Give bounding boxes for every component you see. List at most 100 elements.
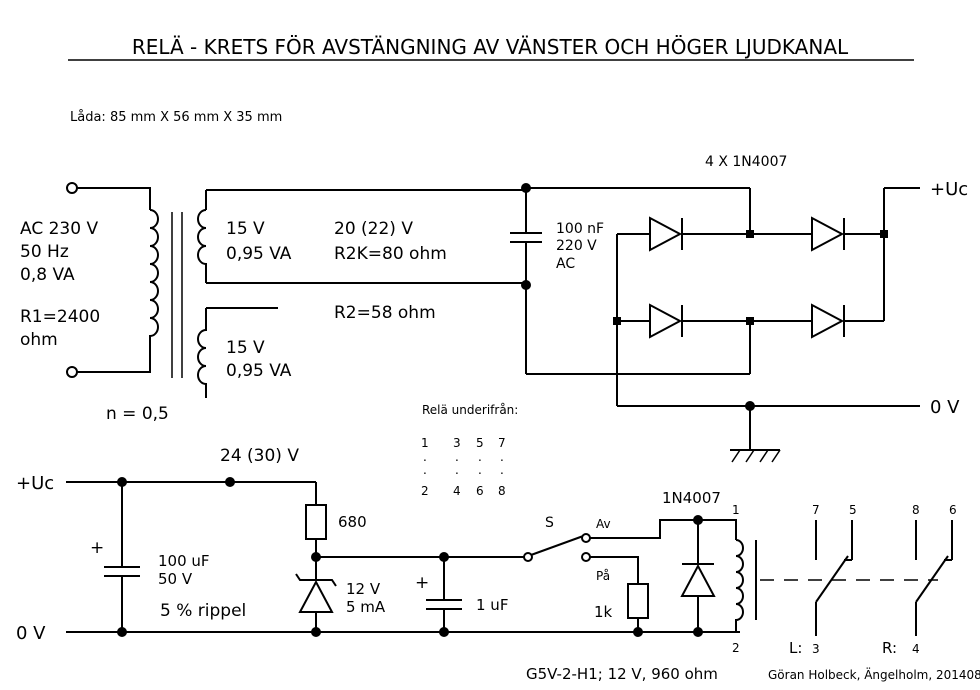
- wire-sec1-top: [206, 188, 527, 191]
- relay-contacts-left: [815, 520, 853, 636]
- sec-resistance: R2K=80 ohm: [334, 244, 447, 264]
- diode-d3: [649, 303, 683, 339]
- zero-v-in: 0 V: [16, 623, 46, 644]
- resistor-1k: [627, 583, 649, 619]
- switch-on-label: På: [596, 569, 610, 583]
- contact-pin-8: 8: [912, 503, 920, 517]
- zener-voltage: 12 V: [346, 580, 381, 598]
- ripple: 5 % rippel: [160, 601, 246, 621]
- sec1-voltage: 15 V: [226, 219, 265, 239]
- pin-6: 6: [476, 484, 484, 498]
- pin-8: 8: [498, 484, 506, 498]
- switch-common: [523, 552, 533, 562]
- relay-coil: [735, 539, 744, 633]
- contact-pin-7: 7: [812, 503, 820, 517]
- terminal-ac-bottom: [66, 366, 78, 378]
- turns-ratio: n = 0,5: [106, 404, 169, 424]
- title: RELÄ - KRETS FÖR AVSTÄNGNING AV VÄNSTER …: [132, 35, 849, 59]
- junction: [613, 317, 621, 325]
- bridge-rectifier: 100 nF 220 V AC 4 X 1N4007: [510, 154, 968, 463]
- pin-3: 3: [453, 436, 461, 450]
- ground-icon: [730, 406, 781, 463]
- coil-pin-1: 1: [732, 503, 740, 517]
- relay-contacts-right: [915, 520, 953, 636]
- sec2-voltage: 15 V: [226, 338, 265, 358]
- c2-value: 1 uF: [476, 596, 508, 614]
- switch-on-contact: [581, 552, 591, 562]
- author: Göran Holbeck, Ängelholm, 201408: [768, 667, 980, 682]
- transformer: AC 230 V 50 Hz 0,8 VA R1=2400 ohm 15 V 0…: [20, 182, 527, 424]
- diodes-label: 4 X 1N4007: [705, 154, 787, 170]
- switch-label: S: [545, 515, 554, 531]
- mid-voltage: 24 (30) V: [220, 446, 299, 466]
- switch-lever: [530, 534, 587, 556]
- relay-pinout: Relä underifrån: 1 3 5 7 . . . . . . . .…: [421, 403, 518, 498]
- diode-d2: [811, 216, 845, 252]
- primary-resistance-unit: ohm: [20, 330, 58, 350]
- pin-dot: .: [455, 463, 459, 477]
- r2-label: R2=58 ohm: [334, 303, 436, 323]
- wire-primary-bottom: [77, 355, 151, 373]
- sec2-power: 0,95 VA: [226, 361, 292, 381]
- primary-resistance: R1=2400: [20, 307, 100, 327]
- c1-value: 100 uF: [158, 552, 210, 570]
- pin-dot: .: [478, 463, 482, 477]
- pin-dot: .: [478, 450, 482, 464]
- plus-uc-out: +Uc: [930, 179, 968, 200]
- cap-voltage: 220 V: [556, 238, 597, 254]
- diode-d4: [811, 303, 845, 339]
- junction: [693, 627, 703, 637]
- box-size: Låda: 85 mm X 56 mm X 35 mm: [70, 110, 282, 125]
- pin-2: 2: [421, 484, 429, 498]
- diode-d1: [649, 216, 683, 252]
- wire-on-to-1k: [590, 556, 639, 584]
- r680-label: 680: [338, 513, 367, 531]
- pinout-title: Relä underifrån:: [422, 403, 518, 417]
- r1k-label: 1k: [594, 603, 613, 621]
- resistor-680: [305, 504, 327, 540]
- relay-spec: G5V-2-H1; 12 V, 960 ohm: [526, 665, 718, 683]
- zener-current: 5 mA: [346, 598, 386, 616]
- pin-1: 1: [421, 436, 429, 450]
- primary-coil: [149, 209, 159, 355]
- sec1-power: 0,95 VA: [226, 244, 292, 264]
- zero-v-out: 0 V: [930, 397, 960, 418]
- relay-diode: [680, 563, 716, 597]
- left-channel-label: L:: [789, 639, 802, 657]
- pin-dot: .: [423, 463, 427, 477]
- junction: [439, 627, 449, 637]
- coil-pin-2: 2: [732, 641, 740, 655]
- cap-type: AC: [556, 256, 575, 272]
- pin-dot: .: [500, 463, 504, 477]
- relay-driver-circuit: +Uc 0 V 24 (30) V + 100 uF 50 V 5 % ripp…: [16, 446, 980, 683]
- pin-5: 5: [476, 436, 484, 450]
- plus-uc-in: +Uc: [16, 473, 54, 494]
- contact-pin-6: 6: [949, 503, 957, 517]
- secondary-coil-1: [197, 209, 207, 283]
- pin-dot: .: [423, 450, 427, 464]
- wire-primary-top: [77, 187, 151, 210]
- secondary-coil-2: [197, 308, 207, 398]
- primary-frequency: 50 Hz: [20, 242, 69, 262]
- pin-7: 7: [498, 436, 506, 450]
- c1-plus: +: [90, 538, 104, 558]
- relay-diode-label: 1N4007: [662, 489, 721, 507]
- junction: [225, 477, 235, 487]
- pin-dot: .: [500, 450, 504, 464]
- right-channel-label: R:: [882, 639, 897, 657]
- contact-pin-4: 4: [912, 642, 920, 656]
- switch-off-label: Av: [596, 517, 611, 531]
- terminal-ac-top: [66, 182, 78, 194]
- junction: [311, 627, 321, 637]
- c2-plus: +: [415, 573, 429, 593]
- wire-off-to-coil: [590, 519, 737, 540]
- zener-diode: [295, 573, 337, 632]
- pin-dot: .: [455, 450, 459, 464]
- primary-voltage: AC 230 V: [20, 219, 98, 239]
- switch-off-contact: [581, 533, 591, 543]
- contact-pin-5: 5: [849, 503, 857, 517]
- cap-value: 100 nF: [556, 221, 604, 237]
- contact-pin-3: 3: [812, 642, 820, 656]
- primary-power: 0,8 VA: [20, 265, 75, 285]
